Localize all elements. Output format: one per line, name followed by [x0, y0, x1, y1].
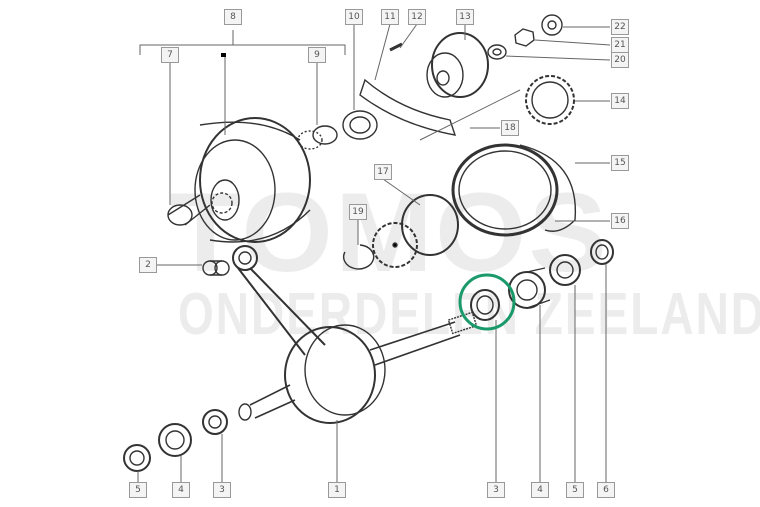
- crankshaft: [232, 245, 478, 424]
- callout-c13: 13: [456, 9, 474, 25]
- callout-c6: 6: [597, 482, 615, 498]
- callout-c5b: 5: [566, 482, 584, 498]
- callout-c22: 22: [611, 19, 629, 35]
- callout-c8: 8: [224, 9, 242, 25]
- callout-c3a: 3: [213, 482, 231, 498]
- callout-c4b: 4: [531, 482, 549, 498]
- callout-c21: 21: [611, 37, 629, 53]
- callout-c14: 14: [611, 93, 629, 109]
- callout-c19: 19: [349, 204, 367, 220]
- callout-c4a: 4: [172, 482, 190, 498]
- callout-c1: 1: [328, 482, 346, 498]
- callout-c18: 18: [501, 120, 519, 136]
- callout-c16: 16: [611, 213, 629, 229]
- callout-c15: 15: [611, 155, 629, 171]
- callout-c2: 2: [139, 257, 157, 273]
- callout-c3b: 3: [487, 482, 505, 498]
- callout-c9: 9: [308, 47, 326, 63]
- callout-c10: 10: [345, 9, 363, 25]
- callout-c7: 7: [161, 47, 179, 63]
- highlight-circle: [458, 273, 516, 331]
- clutch-drum: [167, 117, 311, 243]
- callout-c5a: 5: [129, 482, 147, 498]
- callout-c17: 17: [374, 164, 392, 180]
- callout-c11: 11: [381, 9, 399, 25]
- callout-c12: 12: [408, 9, 426, 25]
- callout-c20: 20: [611, 52, 629, 68]
